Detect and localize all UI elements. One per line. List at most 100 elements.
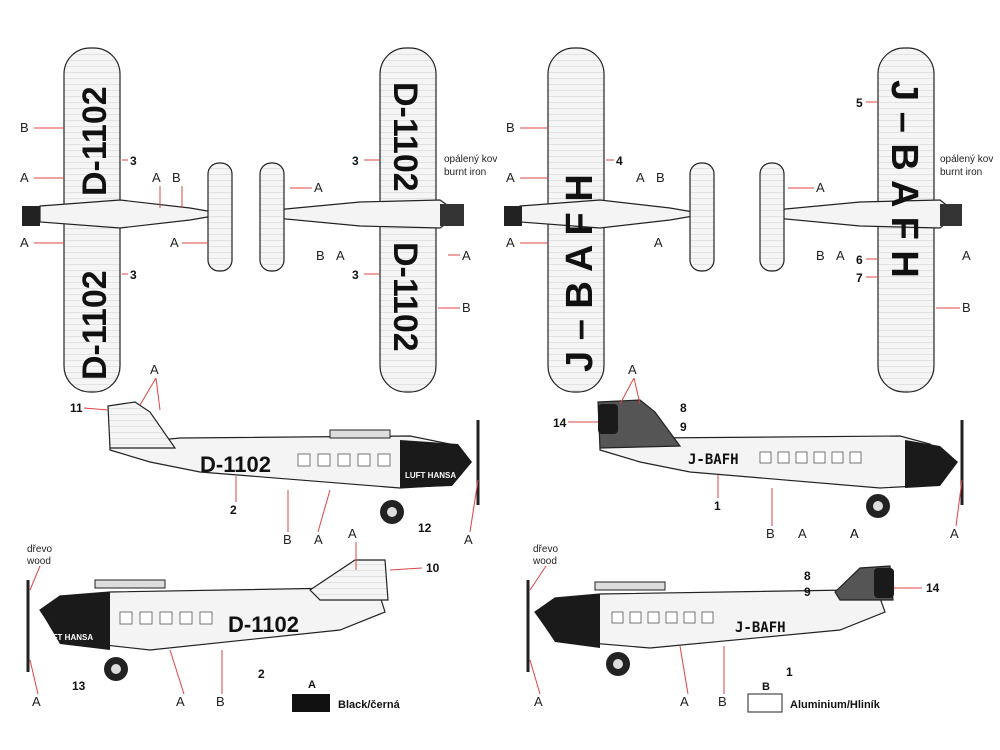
- engine-section-black: [400, 440, 472, 488]
- cabin-windows: [759, 451, 862, 464]
- tailplane: [259, 162, 285, 272]
- svg-text:14: 14: [926, 581, 940, 595]
- burnt-iron-note-1: opálený kov burnt iron: [444, 154, 497, 178]
- cabin-windows: [119, 611, 213, 625]
- svg-text:A: A: [850, 526, 859, 541]
- plan-view-d1102-top: D-1102 D-1102: [22, 47, 233, 393]
- leader-lines: [29, 101, 963, 695]
- svg-text:12: 12: [418, 521, 432, 535]
- svg-text:B: B: [718, 694, 727, 709]
- svg-text:3: 3: [352, 154, 359, 168]
- luft-hansa-title: LUFT HANSA: [405, 471, 456, 480]
- svg-text:B: B: [172, 170, 181, 185]
- svg-text:13: 13: [72, 679, 86, 693]
- luft-hansa-title: LUFT HANSA: [42, 633, 93, 642]
- svg-text:A: A: [176, 694, 185, 709]
- plan-view-jbafh-top: J – B A F H: [504, 47, 715, 393]
- callout-a: A: [20, 170, 29, 185]
- fuselage-registration: D-1102: [228, 612, 299, 637]
- wood-note-2: dřevo wood: [532, 544, 558, 567]
- tailplane: [759, 162, 785, 272]
- fin: [309, 559, 389, 601]
- engine-section-black: [535, 594, 600, 648]
- svg-text:opálený kov: opálený kov: [940, 154, 993, 165]
- svg-text:8: 8: [680, 401, 687, 415]
- svg-text:A: A: [950, 526, 959, 541]
- svg-text:opálený kov: opálený kov: [444, 154, 497, 165]
- legend-swatch-aluminium: [747, 693, 783, 713]
- legend-swatch-black: [292, 694, 330, 712]
- svg-text:10: 10: [426, 561, 440, 575]
- svg-text:A: A: [816, 180, 825, 195]
- svg-text:14: 14: [553, 416, 567, 430]
- legend-item-black: A Black/černá: [292, 679, 401, 712]
- engine-cowl-burnt-iron: [940, 204, 962, 226]
- engine-cowl-burnt-iron: [440, 204, 464, 226]
- svg-text:A: A: [962, 248, 971, 263]
- wing-registration-upper: D-1102: [386, 82, 424, 192]
- side-view-jbafh-left: J-BAFH: [526, 565, 894, 676]
- svg-text:A: A: [308, 679, 316, 691]
- svg-text:2: 2: [258, 667, 265, 681]
- svg-text:A: A: [628, 362, 637, 377]
- wing-registration-lower: D-1102: [386, 242, 424, 352]
- svg-text:A: A: [32, 694, 41, 709]
- svg-text:A: A: [464, 532, 473, 547]
- wing-registration: J – B A F H: [559, 174, 601, 372]
- wing-registration-upper: D-1102: [76, 86, 114, 196]
- svg-text:Aluminium/Hliník: Aluminium/Hliník: [790, 699, 881, 711]
- fin-dark: [597, 399, 682, 449]
- burnt-iron-note-2: opálený kov burnt iron: [940, 154, 993, 178]
- svg-text:Black/černá: Black/černá: [338, 699, 401, 711]
- fuselage-registration: J-BAFH: [688, 452, 739, 468]
- engine-cowl: [22, 206, 40, 226]
- svg-text:burnt iron: burnt iron: [444, 167, 486, 178]
- svg-text:A: A: [348, 526, 357, 541]
- cabin-windows: [297, 453, 391, 467]
- svg-text:A: A: [534, 694, 543, 709]
- svg-text:wood: wood: [26, 556, 51, 567]
- wing-root: [94, 579, 166, 589]
- fin: [107, 401, 177, 449]
- fuselage: [774, 199, 959, 229]
- svg-text:B: B: [462, 300, 471, 315]
- svg-text:A: A: [506, 235, 515, 250]
- svg-text:A: A: [836, 248, 845, 263]
- color-legend: A Black/černá B Aluminium/Hliník: [292, 679, 881, 713]
- callout-a: A: [20, 235, 29, 250]
- legend-item-aluminium: B Aluminium/Hliník: [747, 681, 881, 713]
- plan-view-d1102-bottom: D-1102 D-1102: [259, 47, 464, 393]
- fuselage-registration: D-1102: [200, 452, 271, 477]
- callout-labels: B A A A B A 3 3 3 3 A B A A B B A A 4 A …: [20, 96, 971, 709]
- engine-section-black: [40, 592, 110, 650]
- svg-text:2: 2: [230, 503, 237, 517]
- svg-text:6: 6: [856, 253, 863, 267]
- fuselage: [519, 199, 706, 229]
- svg-text:A: A: [314, 532, 323, 547]
- svg-text:A: A: [170, 235, 179, 250]
- svg-text:A: A: [336, 248, 345, 263]
- svg-text:B: B: [316, 248, 325, 263]
- svg-text:A: A: [314, 180, 323, 195]
- wing-registration-lower: D-1102: [76, 270, 114, 380]
- svg-text:A: A: [150, 362, 159, 377]
- svg-text:3: 3: [130, 154, 137, 168]
- wing-registration: J – B A F H: [883, 80, 925, 278]
- wood-note-1: dřevo wood: [26, 544, 52, 567]
- svg-text:A: A: [654, 235, 663, 250]
- svg-text:B: B: [962, 300, 971, 315]
- callout-a: B: [20, 120, 29, 135]
- svg-text:B: B: [656, 170, 665, 185]
- svg-text:A: A: [636, 170, 645, 185]
- svg-text:A: A: [798, 526, 807, 541]
- fuselage-registration: J-BAFH: [735, 620, 786, 636]
- svg-text:5: 5: [856, 96, 863, 110]
- engine-cowl: [504, 206, 522, 226]
- cabin-windows: [611, 611, 714, 624]
- plan-view-jbafh-bottom: J – B A F H: [759, 47, 962, 393]
- svg-text:8: 8: [804, 569, 811, 583]
- side-view-d1102-right: D-1102 LUFT HANSA: [107, 401, 480, 524]
- svg-text:A: A: [506, 170, 515, 185]
